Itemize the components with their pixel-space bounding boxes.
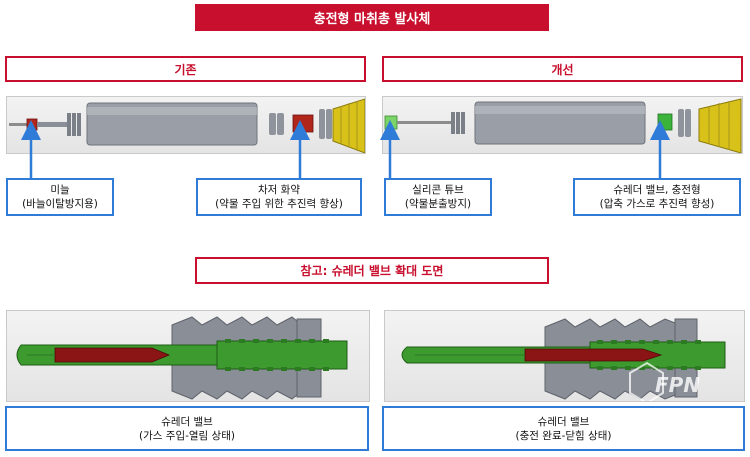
- valve-open-image: [6, 310, 370, 402]
- label-valve-closed: 슈레더 밸브 (충전 완료-닫힘 상태): [382, 406, 745, 451]
- label-silicone-tube: 실리콘 튜브 (약물분출방지): [384, 178, 492, 216]
- label-schrader-charge: 슈레더 밸브, 충전형 (압축 가스로 추진력 향성): [573, 178, 741, 216]
- valve-closed-image: FPN: [384, 310, 745, 402]
- section-header-improved: 개선: [382, 56, 743, 82]
- label-valve-open: 슈레더 밸브 (가스 주입-열림 상태): [5, 406, 369, 451]
- watermark-text: FPN: [655, 373, 701, 397]
- label-valve-closed-sub: (충전 완료-닫힘 상태): [515, 429, 612, 442]
- label-powder-sub: (약물 주입 위한 추진력 향상): [215, 198, 343, 210]
- label-valve-closed-title: 슈레더 밸브: [537, 415, 590, 428]
- label-needle-title: 미늘: [50, 184, 70, 196]
- label-powder-title: 차저 화약: [258, 184, 300, 196]
- label-valve-open-title: 슈레더 밸브: [161, 415, 213, 428]
- section-header-reference: 참고: 슈레더 밸브 확대 도면: [195, 257, 549, 284]
- label-silicone-title: 실리콘 튜브: [412, 184, 464, 196]
- page-title: 충전형 마취총 발사체: [195, 4, 549, 31]
- label-schrader-sub: (압축 가스로 추진력 향성): [599, 198, 715, 210]
- existing-dart-image: [6, 96, 366, 154]
- label-needle-sub: (바늘이탈방지용): [22, 198, 98, 210]
- label-secondary-powder: 차저 화약 (약물 주입 위한 추진력 향상): [196, 178, 362, 216]
- label-schrader-title: 슈레더 밸브, 충전형: [613, 184, 701, 196]
- label-silicone-sub: (약물분출방지): [404, 198, 472, 210]
- section-header-existing: 기존: [5, 56, 366, 82]
- improved-dart-image: [382, 96, 743, 154]
- label-needle: 미늘 (바늘이탈방지용): [6, 178, 114, 216]
- label-valve-open-sub: (가스 주입-열림 상태): [139, 429, 235, 442]
